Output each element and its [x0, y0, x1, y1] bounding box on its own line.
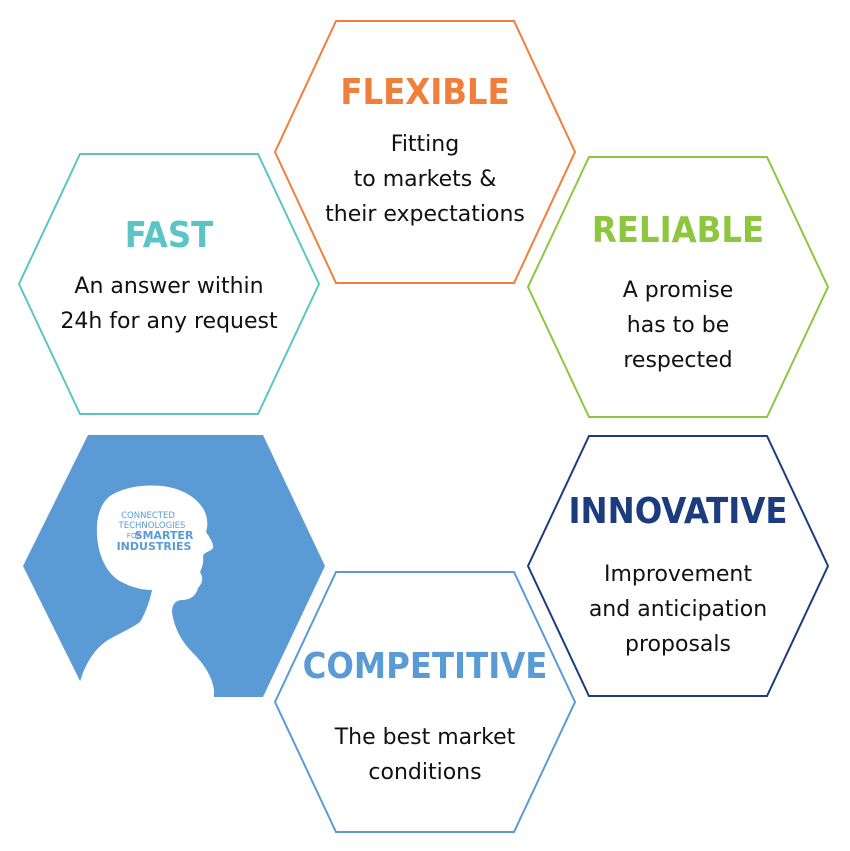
logo-text-line-3: FOR — [127, 532, 142, 540]
logo-text-line-4: SMARTER — [135, 529, 194, 542]
logo-text: CONNECTED TECHNOLOGIES FOR SMARTER INDUS… — [117, 511, 194, 553]
innovative-title: INNOVATIVE — [568, 491, 788, 532]
hexagon-reliable-outline — [526, 156, 830, 418]
flexible-title: FLEXIBLE — [340, 72, 510, 113]
hexagon-fast-outline — [17, 153, 321, 415]
reliable-title: RELIABLE — [591, 210, 765, 251]
innovative-line-1: Improvement — [604, 562, 752, 587]
flexible-line-1: Fitting — [390, 132, 460, 157]
competitive-line-1: The best market — [334, 725, 516, 750]
flexible-description: Fitting to markets & their expectations — [275, 127, 575, 232]
competitive-line-2: conditions — [368, 760, 482, 785]
reliable-line-2: has to be — [626, 313, 730, 338]
fast-title: FAST — [124, 215, 214, 256]
flexible-line-3: their expectations — [325, 202, 525, 227]
competitive-description: The best market conditions — [275, 720, 575, 790]
logo-hexagon: CONNECTED TECHNOLOGIES FOR SMARTER INDUS… — [23, 435, 325, 700]
hexagon-flexible-outline — [273, 20, 577, 284]
hexagon-innovative-outline — [526, 435, 830, 697]
flexible-line-2: to markets & — [353, 167, 497, 192]
hexagon-competitive-outline — [273, 571, 577, 833]
fast-line-1: An answer within — [74, 274, 264, 299]
reliable-line-1: A promise — [622, 278, 734, 303]
fast-line-2: 24h for any request — [60, 309, 278, 334]
logo-text-line-1: CONNECTED — [121, 511, 175, 521]
innovative-line-2: and anticipation — [588, 597, 768, 622]
logo-text-line-5: INDUSTRIES — [117, 540, 192, 553]
reliable-line-3: respected — [623, 348, 733, 373]
fast-description: An answer within 24h for any request — [19, 269, 319, 339]
competitive-title: COMPETITIVE — [302, 646, 548, 687]
innovative-description: Improvement and anticipation proposals — [528, 557, 828, 662]
reliable-description: A promise has to be respected — [528, 273, 828, 378]
innovative-line-3: proposals — [625, 632, 731, 657]
head-silhouette — [78, 485, 214, 700]
logo-text-line-2: TECHNOLOGIES — [118, 521, 186, 531]
